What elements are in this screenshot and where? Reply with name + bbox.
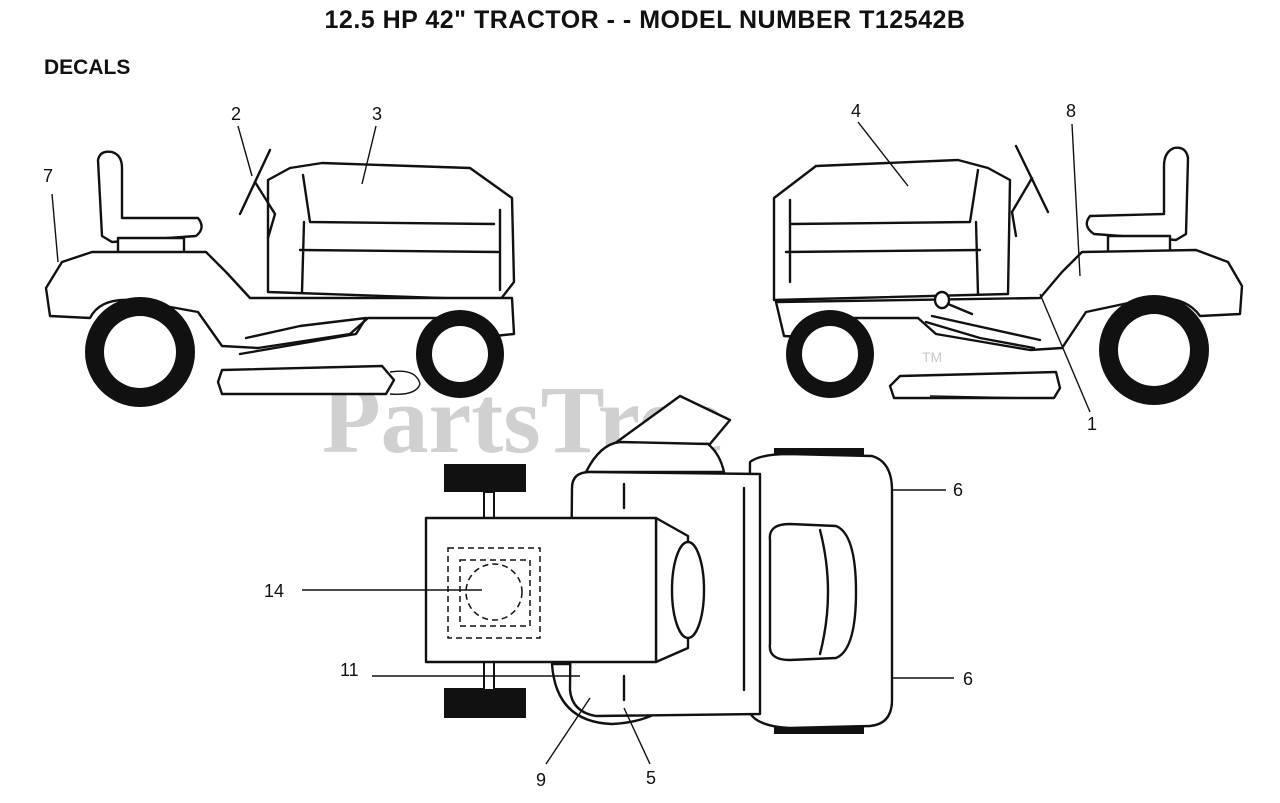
callout-11: 11 [340, 660, 359, 680]
callout-4: 4 [851, 101, 861, 121]
callout-9: 9 [536, 770, 546, 790]
tractor-left-side-view [44, 148, 516, 407]
tractor-top-view [424, 394, 894, 734]
section-heading: DECALS [44, 56, 131, 79]
callout-14: 14 [264, 581, 284, 601]
top-front-tire-upper [444, 464, 526, 492]
left-seat [96, 150, 203, 244]
right-hood [772, 158, 1012, 302]
tractor-right-side-view [772, 144, 1244, 405]
page-title: 12.5 HP 42" TRACTOR - - MODEL NUMBER T12… [324, 6, 966, 34]
left-mower-deck [216, 364, 396, 396]
callout-6-lower: 6 [963, 669, 973, 689]
callout-5: 5 [646, 768, 656, 788]
callout-1: 1 [1087, 414, 1097, 434]
callout-6-upper: 6 [953, 480, 963, 500]
right-seat [1085, 146, 1190, 242]
top-front-tire-lower [444, 688, 526, 718]
left-hood [266, 161, 516, 302]
left-body [44, 250, 516, 350]
top-seat [768, 522, 858, 662]
right-body [774, 248, 1244, 352]
callout-2: 2 [231, 104, 241, 124]
right-mower-deck [888, 370, 1062, 400]
leader-lines [51, 121, 1091, 765]
callout-8: 8 [1066, 101, 1076, 121]
callout-3: 3 [372, 104, 382, 124]
watermark-trademark: TM [922, 349, 942, 365]
callout-7: 7 [43, 166, 53, 186]
